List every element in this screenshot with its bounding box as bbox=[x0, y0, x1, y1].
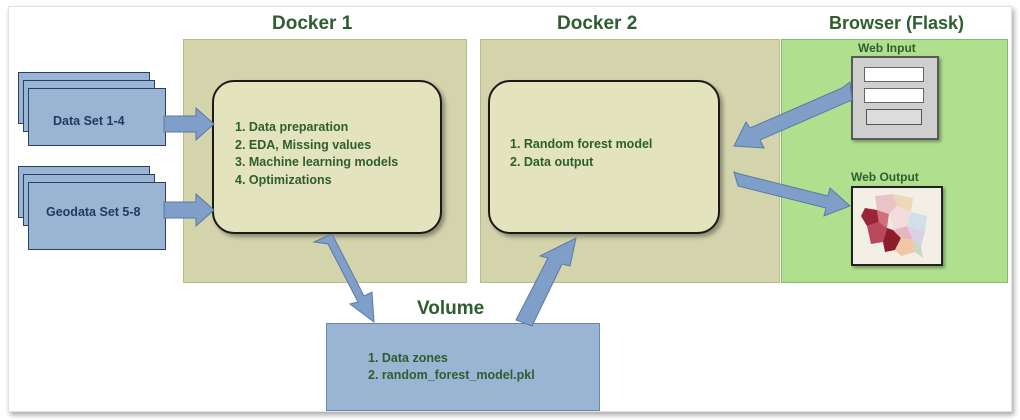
docker1-task-item: 1. Data preparation bbox=[235, 120, 349, 134]
docker2-process-box bbox=[488, 80, 720, 234]
geodata-set-label: Geodata Set 5-8 bbox=[46, 205, 141, 219]
geodata-set-card-front bbox=[28, 182, 166, 250]
arrow-data-set-to-docker1 bbox=[163, 106, 215, 142]
input-field-graphic bbox=[864, 67, 924, 82]
arrow-geodata-to-docker1 bbox=[163, 192, 215, 228]
docker1-task-item: 2. EDA, Missing values bbox=[235, 137, 372, 152]
docker1-task-item: 4. Optimizations bbox=[235, 172, 332, 187]
docker2-task-item: 2. Data output bbox=[510, 154, 594, 169]
input-field-graphic bbox=[864, 88, 924, 103]
docker2-task-list: 1. Random forest model 2. Data output bbox=[510, 136, 652, 171]
volume-item: 2. random_forest_model.pkl bbox=[368, 368, 535, 382]
volume-item-list: 1. Data zones 2. random_forest_model.pkl bbox=[368, 350, 535, 384]
web-output-map-icon bbox=[851, 186, 943, 266]
docker1-task-list: 1. Data preparation 2. EDA, Missing valu… bbox=[235, 119, 398, 189]
arrow-web-input-to-docker2 bbox=[733, 81, 853, 149]
web-output-label: Web Output bbox=[851, 170, 919, 184]
button-graphic bbox=[866, 109, 922, 125]
docker1-title: Docker 1 bbox=[272, 13, 353, 34]
arrow-docker1-to-volume bbox=[312, 233, 375, 324]
web-input-label: Web Input bbox=[858, 41, 916, 55]
docker2-task-item: 1. Random forest model bbox=[510, 137, 653, 151]
volume-box bbox=[326, 323, 600, 411]
volume-title: Volume bbox=[417, 298, 485, 319]
docker1-process-box bbox=[212, 80, 442, 234]
browser-title: Browser (Flask) bbox=[829, 13, 965, 33]
data-set-card-front bbox=[28, 88, 166, 146]
choropleth-map-graphic bbox=[853, 188, 941, 264]
docker2-title: Docker 2 bbox=[557, 13, 638, 34]
arrow-docker2-to-web-output bbox=[733, 171, 851, 217]
arrow-volume-to-docker2 bbox=[515, 237, 577, 327]
data-set-label: Data Set 1-4 bbox=[53, 114, 125, 128]
volume-item: 1. Data zones bbox=[368, 351, 448, 365]
docker1-task-item: 3. Machine learning models bbox=[235, 155, 399, 169]
web-input-form-icon bbox=[851, 56, 939, 140]
